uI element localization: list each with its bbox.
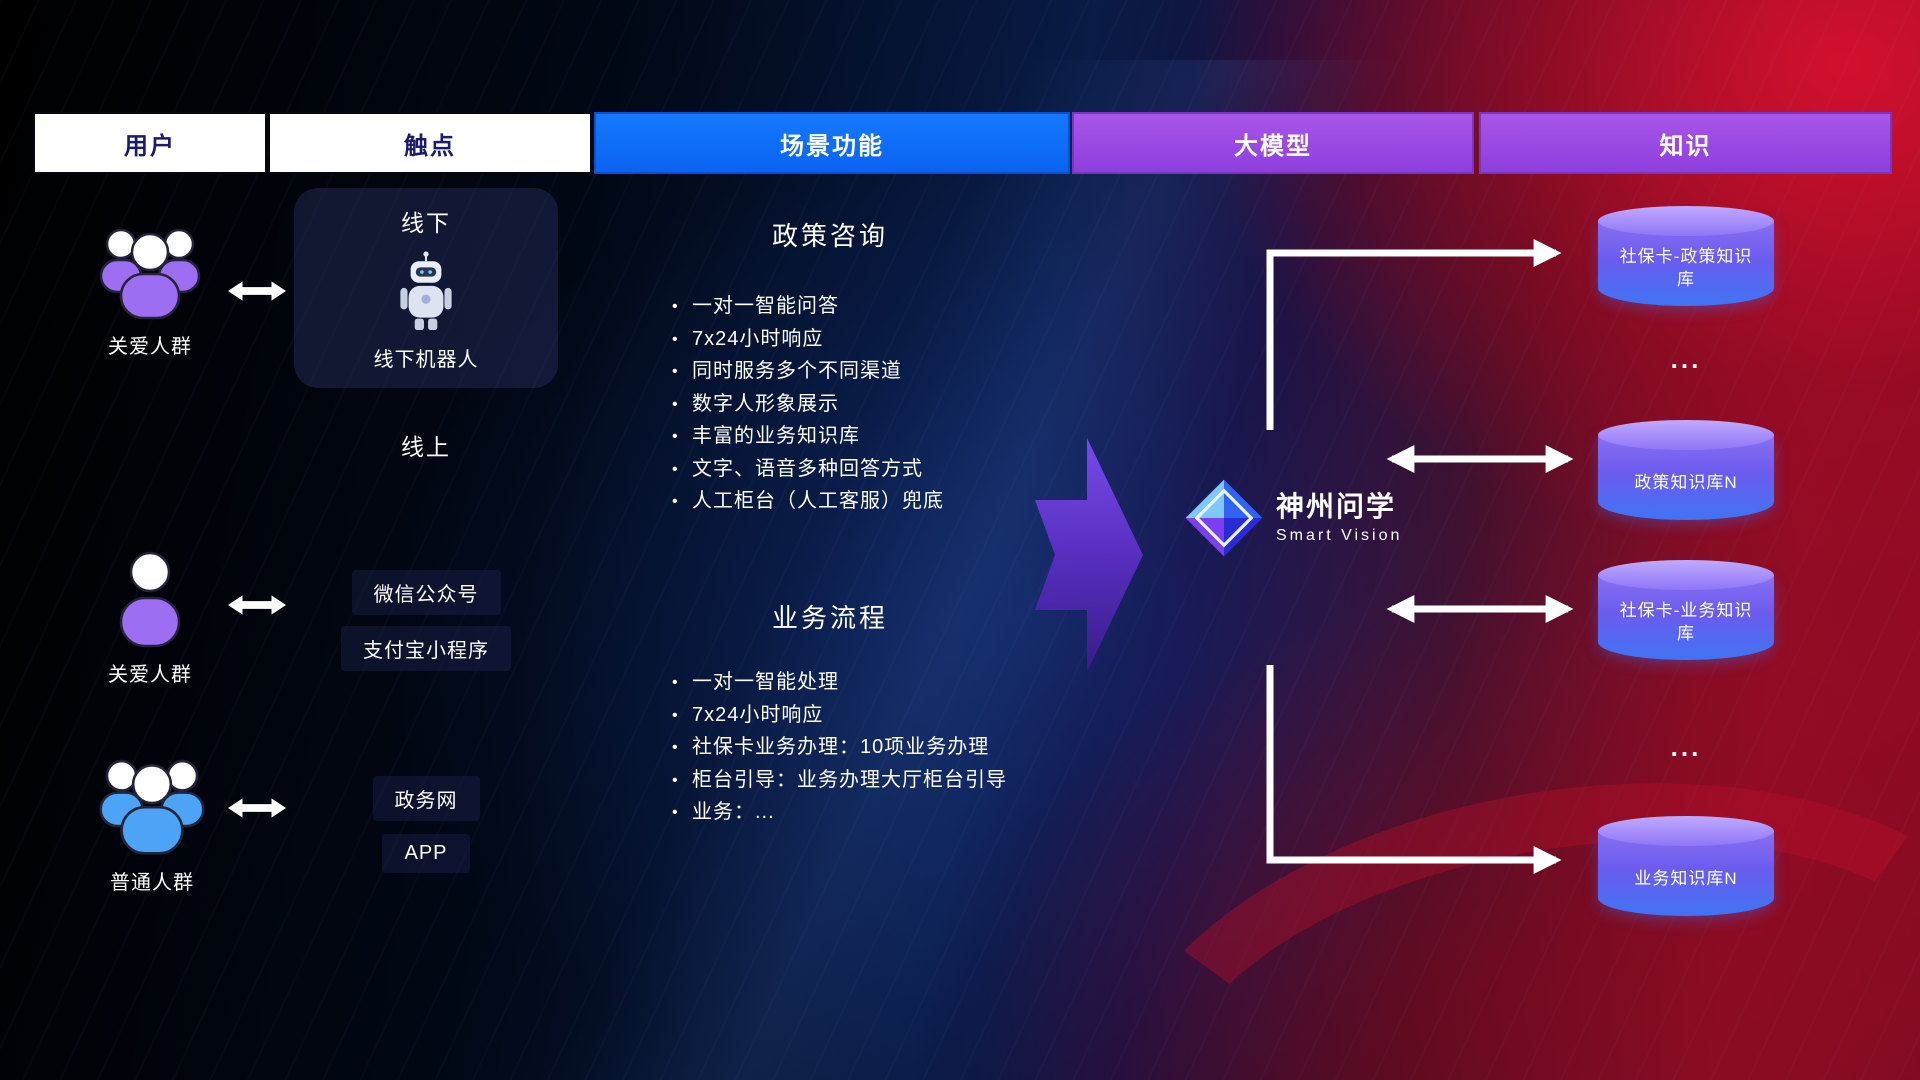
knowledge-db-business-card: 社保卡-业务知识库 (1598, 560, 1774, 660)
knowledge-db-policy-card: 社保卡-政策知识库 (1598, 206, 1774, 306)
feature-item: 业务：... (672, 796, 1007, 829)
red-swoosh-decoration (1067, 720, 1920, 1080)
scene-title-policy: 政策咨询 (771, 221, 888, 251)
scene-list-business: 一对一智能处理 7x24小时响应 社保卡业务办理：10项业务办理 柜台引导：业务… (672, 666, 1007, 829)
double-arrow-icon (228, 281, 286, 301)
knowledge-db-label: 社保卡-政策知识库 (1619, 247, 1753, 289)
channel-alipay: 支付宝小程序 (294, 626, 558, 671)
cylinder-top (1598, 420, 1774, 450)
channel-label: 微信公众号 (351, 570, 501, 615)
knowledge-ellipsis: ... (1670, 732, 1702, 762)
knowledge-ellipsis: ... (1670, 344, 1702, 374)
model-subtitle: Smart Vision (1276, 526, 1403, 544)
channel-wechat: 微信公众号 (294, 570, 558, 615)
cylinder-top (1598, 560, 1774, 590)
scene-list-policy: 一对一智能问答 7x24小时响应 同时服务多个不同渠道 数字人形象展示 丰富的业… (672, 290, 944, 518)
channel-govweb: 政务网 (294, 776, 558, 821)
double-arrow-icon (228, 798, 286, 818)
header-scenes-label: 场景功能 (780, 132, 884, 160)
people-group-icon (99, 759, 205, 855)
arrow-to-policy-db-1 (1266, 239, 1562, 430)
user-label: 普通人群 (110, 872, 194, 894)
user-group-care-1: 关爱人群 (80, 218, 220, 359)
cylinder-top (1598, 816, 1774, 846)
header-users-label: 用户 (124, 132, 176, 160)
channel-label: 政务网 (372, 776, 480, 821)
feature-item: 同时服务多个不同渠道 (672, 355, 944, 388)
knowledge-db-label: 政策知识库N (1634, 472, 1738, 492)
header-knowledge-label: 知识 (1659, 132, 1712, 160)
header-users: 用户 (33, 112, 267, 174)
user-label: 关爱人群 (108, 664, 192, 686)
knowledge-db-label: 业务知识库N (1634, 868, 1738, 888)
feature-item: 7x24小时响应 (672, 323, 944, 355)
knowledge-db-business-n: 业务知识库N (1598, 816, 1774, 916)
feature-item: 数字人形象展示 (672, 388, 944, 420)
people-group-icon (99, 228, 201, 320)
arrow-to-business-db-n (1266, 665, 1562, 874)
feature-item: 社保卡业务办理：10项业务办理 (672, 731, 1007, 764)
model-name: 神州问学 (1276, 491, 1397, 523)
knowledge-db-policy-n: 政策知识库N (1598, 420, 1774, 520)
feature-item: 一对一智能问答 (672, 290, 944, 323)
user-person-care-2: 关爱人群 (105, 548, 195, 687)
header-model-label: 大模型 (1234, 132, 1312, 160)
channel-label: 支付宝小程序 (341, 626, 511, 671)
knowledge-db-label: 社保卡-业务知识库 (1619, 601, 1753, 643)
feature-item: 一对一智能处理 (672, 666, 1007, 699)
channel-label: APP (382, 834, 470, 873)
person-icon (119, 551, 181, 648)
header-scenes: 场景功能 (594, 112, 1070, 174)
robot-icon (400, 250, 452, 330)
header-model: 大模型 (1072, 112, 1474, 174)
diamond-gem-logo-icon (1185, 479, 1263, 557)
feature-item: 7x24小时响应 (672, 699, 1007, 731)
double-arrow-icon (228, 595, 286, 615)
header-touchpoints: 触点 (268, 112, 592, 174)
feature-item: 人工柜台（人工客服）兜底 (672, 485, 944, 518)
header-knowledge: 知识 (1479, 112, 1892, 174)
scene-title-business: 业务流程 (771, 603, 888, 633)
feature-item: 丰富的业务知识库 (672, 420, 944, 453)
feature-item: 文字、语音多种回答方式 (672, 453, 944, 485)
flow-big-arrow-icon (1035, 438, 1143, 672)
model-logo-block: 神州问学 Smart Vision (1184, 478, 1402, 558)
offline-title: 线下 (401, 210, 451, 236)
user-label: 关爱人群 (108, 336, 192, 358)
offline-robot-label: 线下机器人 (373, 349, 479, 371)
model-text: 神州问学 Smart Vision (1276, 491, 1402, 544)
channel-app: APP (294, 834, 558, 873)
header-touchpoints-label: 触点 (404, 132, 456, 160)
background-light-beam (430, 60, 1530, 1080)
online-title: 线上 (401, 434, 451, 460)
feature-item: 柜台引导：业务办理大厅柜台引导 (672, 764, 1007, 796)
offline-touchpoint-card: 线下 线下机器人 (294, 188, 558, 388)
user-group-general: 普通人群 (82, 748, 222, 895)
cylinder-top (1598, 206, 1774, 236)
